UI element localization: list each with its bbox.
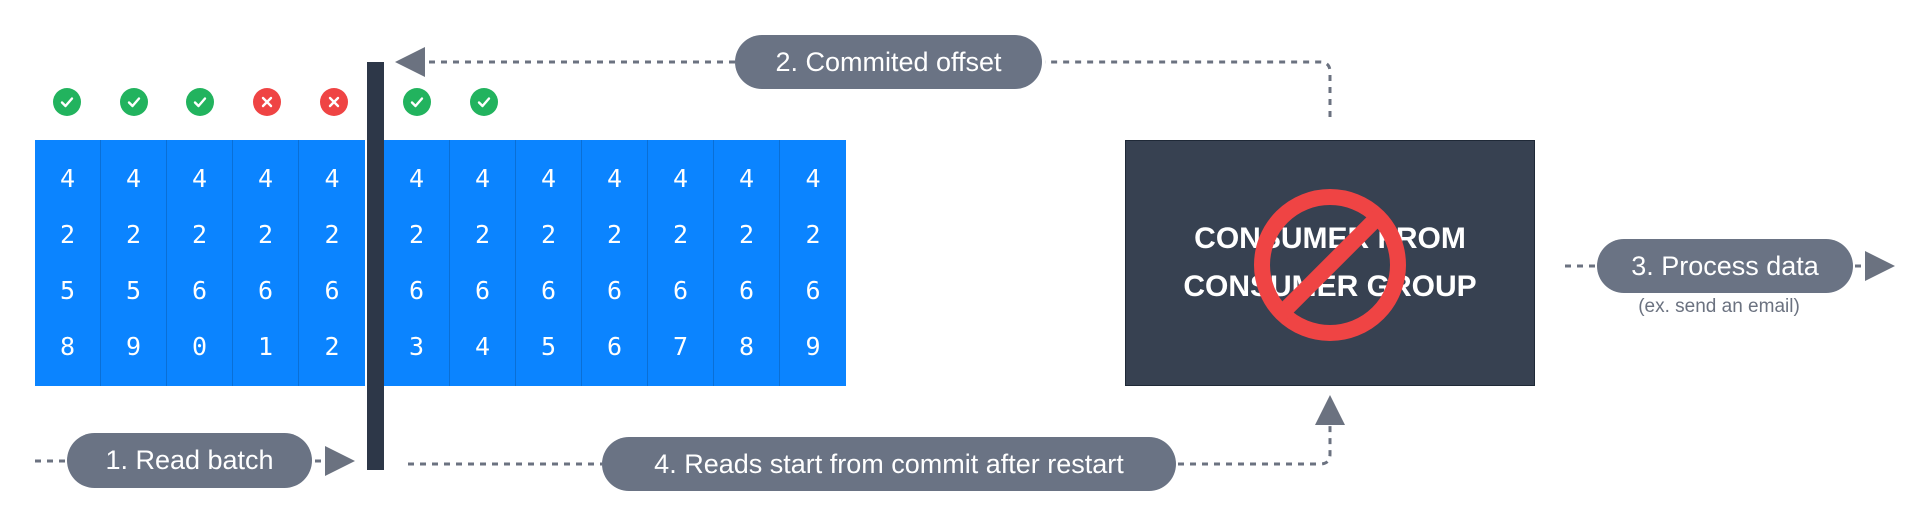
offset-digit: 4	[474, 332, 491, 361]
offset-digit: 4	[191, 164, 208, 193]
offset-digit: 2	[474, 220, 491, 249]
check-circle-icon	[186, 88, 214, 116]
committed-offset-label: 2. Commited offset	[735, 35, 1042, 89]
offset-digit: 4	[59, 164, 76, 193]
offset-digit: 2	[540, 220, 557, 249]
check-circle-icon	[470, 88, 498, 116]
offset-digit: 4	[474, 164, 491, 193]
offset-digit: 6	[257, 276, 274, 305]
offset-digit: 2	[324, 220, 340, 249]
x-circle-icon	[253, 88, 281, 116]
check-circle-icon	[403, 88, 431, 116]
offset-digit: 4	[805, 164, 821, 193]
offset-digit: 6	[408, 276, 425, 305]
reads-start-label: 4. Reads start from commit after restart	[602, 437, 1176, 491]
consumer-title-line1: CONSUMER FROM	[1194, 222, 1466, 255]
offset-digit: 6	[738, 276, 755, 305]
offset-cell: 4 2 6 1	[233, 140, 299, 386]
consumer-title: CONSUMER FROM CONSUMER GROUP	[1183, 215, 1476, 311]
x-circle-icon	[320, 88, 348, 116]
offset-digit: 6	[606, 276, 623, 305]
check-circle-icon	[120, 88, 148, 116]
offset-digit: 5	[59, 276, 76, 305]
offset-digit: 2	[738, 220, 755, 249]
offset-cell: 4 2 6 6	[582, 140, 648, 386]
offset-digit: 2	[59, 220, 76, 249]
offset-digit: 2	[257, 220, 274, 249]
offset-cell: 4 2 6 0	[167, 140, 233, 386]
offset-digit: 1	[257, 332, 274, 361]
offset-digit: 4	[672, 164, 689, 193]
offset-cell: 4 2 6 3	[384, 140, 450, 386]
offset-cell: 4 2 6 9	[780, 140, 846, 386]
commit-divider	[367, 62, 384, 470]
read-batch-label: 1. Read batch	[67, 433, 312, 488]
offset-digit: 6	[540, 276, 557, 305]
offset-cell: 4 2 5 8	[35, 140, 101, 386]
offset-digit: 2	[125, 220, 142, 249]
offset-digit: 6	[805, 276, 821, 305]
offset-digit: 7	[672, 332, 689, 361]
offset-digit: 4	[125, 164, 142, 193]
offset-digit: 4	[257, 164, 274, 193]
offset-digit: 8	[59, 332, 76, 361]
consumer-box: CONSUMER FROM CONSUMER GROUP	[1125, 140, 1535, 386]
committed-offset-arrow	[1045, 60, 1332, 117]
offset-digit: 9	[805, 332, 821, 361]
prohibit-sign-icon	[1254, 189, 1406, 341]
offset-digit: 6	[606, 332, 623, 361]
offset-digit: 5	[125, 276, 142, 305]
offset-digit: 6	[324, 276, 340, 305]
offset-digit: 2	[324, 332, 340, 361]
offset-digit: 8	[738, 332, 755, 361]
offset-digit: 6	[191, 276, 208, 305]
reads-start-arrow-right	[1178, 395, 1345, 466]
check-circle-icon	[53, 88, 81, 116]
offset-digit: 4	[738, 164, 755, 193]
offset-digit: 4	[324, 164, 340, 193]
offset-cell: 4 2 6 5	[516, 140, 582, 386]
offset-cell: 4 2 6 4	[450, 140, 516, 386]
process-data-note: (ex. send an email)	[1638, 296, 1800, 317]
offset-cell: 4 2 5 9	[101, 140, 167, 386]
offset-digit: 6	[474, 276, 491, 305]
offset-digit: 2	[191, 220, 208, 249]
offset-digit: 2	[606, 220, 623, 249]
offset-digit: 5	[540, 332, 557, 361]
offset-digit: 4	[540, 164, 557, 193]
offset-digit: 2	[805, 220, 821, 249]
offset-digit: 3	[408, 332, 425, 361]
offset-digit: 2	[672, 220, 689, 249]
offsets-before-commit: 4 2 5 8 4 2 5 9 4 2 6 0 4 2 6 1 4 2 6 2	[35, 140, 365, 386]
offset-cell: 4 2 6 7	[648, 140, 714, 386]
offsets-after-commit: 4 2 6 3 4 2 6 4 4 2 6 5 4 2 6 6 4 2 6 7 4 2 6 8 4 2 6 9	[384, 140, 846, 386]
offset-digit: 4	[606, 164, 623, 193]
offset-digit: 4	[408, 164, 425, 193]
process-data-label: 3. Process data	[1597, 239, 1853, 293]
offset-digit: 6	[672, 276, 689, 305]
offset-digit: 9	[125, 332, 142, 361]
offset-digit: 2	[408, 220, 425, 249]
offset-digit: 0	[191, 332, 208, 361]
offset-cell: 4 2 6 8	[714, 140, 780, 386]
offset-cell: 4 2 6 2	[299, 140, 365, 386]
